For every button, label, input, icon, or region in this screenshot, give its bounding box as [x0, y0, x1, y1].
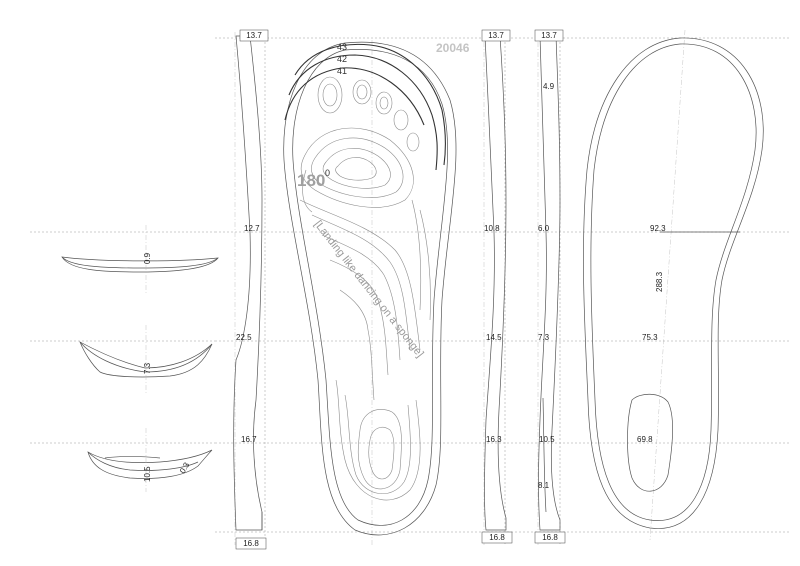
width-arch: 75.3	[642, 333, 658, 342]
middle-dim-1: 13.7	[488, 31, 504, 40]
profile-right	[538, 35, 561, 531]
heel-angle: 180	[297, 171, 325, 190]
model-code: 20046	[436, 41, 470, 55]
side-profile-dimensions: 13.7 12.7 22.5 16.7 16.8	[235, 29, 269, 550]
insole-top-view	[283, 41, 457, 536]
section-forefoot-dim: 0.9	[143, 252, 152, 264]
side-profile-left	[233, 35, 263, 531]
overall-length: 288.3	[655, 271, 664, 292]
side-dim-3: 22.5	[236, 333, 252, 342]
right-dim-6: 8.1	[538, 481, 550, 490]
profile-right-dimensions: 13.7 4.9 6.0 7.3 10.5 8.1 16.8	[534, 29, 566, 544]
section-heel-dim-a: 10.5	[143, 466, 152, 482]
width-forefoot: 92.3	[650, 224, 666, 233]
outline-view	[583, 37, 764, 529]
right-dim-2: 4.9	[543, 82, 555, 91]
middle-dim-4: 16.3	[486, 435, 502, 444]
right-dim-4: 7.3	[538, 333, 550, 342]
middle-dim-3: 14.5	[486, 333, 502, 342]
section-heel-dim-b: 0.3	[178, 460, 192, 475]
profile-middle	[484, 35, 507, 531]
side-dim-5: 16.8	[243, 539, 259, 548]
section-arch-dim: 7.3	[143, 362, 152, 374]
width-heel: 69.8	[637, 435, 653, 444]
size-label-42: 42	[337, 54, 347, 64]
cross-section-heel: 10.5 0.3	[87, 428, 213, 492]
slogan: [Landing like dancing on a sponge]	[312, 218, 426, 359]
side-dim-1: 13.7	[246, 31, 262, 40]
right-dim-3: 6.0	[538, 224, 550, 233]
side-dim-4: 16.7	[241, 435, 257, 444]
profile-middle-dimensions: 13.7 10.8 14.5 16.3 16.8	[481, 29, 513, 544]
cross-section-arch: 7.3	[79, 325, 213, 395]
right-dim-1: 13.7	[541, 31, 557, 40]
middle-dim-5: 16.8	[489, 533, 505, 542]
side-dim-2: 12.7	[244, 224, 260, 233]
insole-labels: 20046 43 42 41 180 0 [Landing like danci…	[297, 41, 470, 360]
size-label-43: 43	[337, 42, 347, 52]
reference-lines	[30, 29, 790, 545]
middle-dim-2: 10.8	[484, 224, 500, 233]
outline-dimensions: 92.3 75.3 69.8 288.3	[637, 224, 666, 444]
right-dim-7: 16.8	[542, 533, 558, 542]
heel-angle-mark: 0	[325, 168, 330, 178]
insole-topography	[299, 76, 431, 501]
cross-section-forefoot: 0.9	[61, 225, 219, 295]
size-label-41: 41	[337, 66, 347, 76]
right-dim-5: 10.5	[539, 435, 555, 444]
